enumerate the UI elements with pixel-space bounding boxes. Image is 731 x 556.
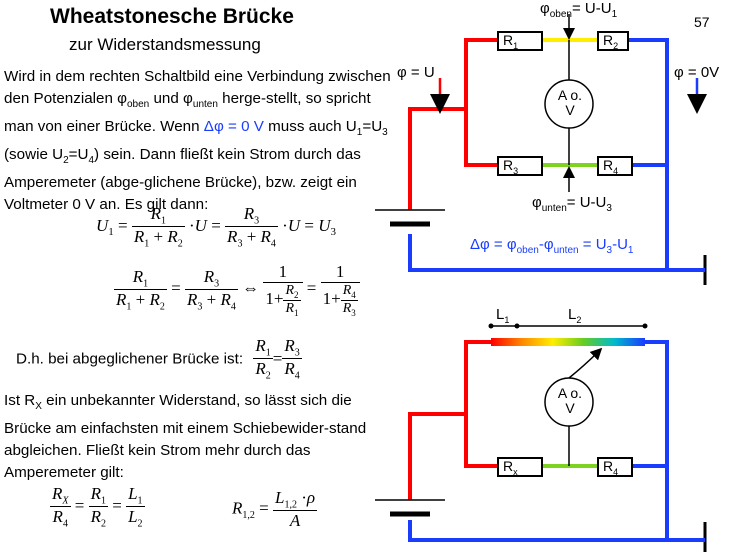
- resistor-r2: R2: [597, 31, 629, 51]
- wire-negative: [408, 38, 669, 272]
- rx-paragraph: Ist RX ein unbekannter Widerstand, so lä…: [4, 392, 367, 482]
- meter-label: A o.V: [557, 87, 583, 118]
- meter2-label: A o.V: [557, 385, 583, 416]
- page-number: 57: [694, 14, 710, 30]
- wire2-positive: [408, 340, 497, 500]
- phi-bottom-label: φunten= U-U3: [532, 194, 612, 214]
- slider-contact: [568, 347, 603, 379]
- meter-icon: [544, 79, 594, 129]
- page-subtitle: zur Widerstandsmessung: [69, 35, 261, 54]
- phi-right-label: φ = 0V: [674, 64, 720, 81]
- resistor-r1: R1: [497, 31, 543, 51]
- bridge-circuit-1: [375, 14, 707, 285]
- intro-paragraph: Wird in dem rechten Schaltbild eine Verb…: [4, 68, 391, 214]
- resistor-rx: Rx: [497, 457, 543, 477]
- delta-phi-label: Δφ = φoben-φunten = U3-U1: [470, 236, 634, 256]
- wire2-negative: [408, 340, 669, 542]
- l1-label: L1: [496, 306, 510, 325]
- resistor-r3: R3: [497, 156, 543, 176]
- wire-positive: [408, 38, 497, 210]
- bridge-circuit-2: [375, 323, 707, 552]
- l2-label: L2: [568, 306, 582, 325]
- delta-phi-highlight: Δφ = 0 V: [203, 118, 264, 136]
- resistor-r4: R4: [597, 156, 633, 176]
- resistor2-r4: R4: [597, 457, 633, 477]
- page-title: Wheatstonesche Brücke: [50, 5, 294, 28]
- phi-left-label: φ = U: [397, 64, 435, 81]
- slide-wire-gradient: [491, 338, 645, 346]
- phi-top-label: φoben= U-U1: [540, 0, 618, 20]
